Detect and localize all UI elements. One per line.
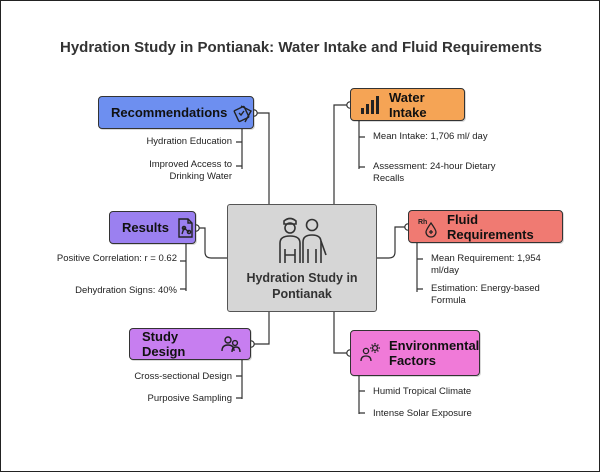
branch-environmental-factors: Environmental Factors [350, 330, 480, 376]
document-chart-icon [175, 217, 197, 239]
item-recommendations-2: Improved Access to Drinking Water [149, 159, 232, 182]
connector-water-intake [333, 104, 350, 204]
branch-label-results: Results [122, 220, 169, 235]
item-water-intake-2: Assessment: 24-hour Dietary Recalls [373, 161, 496, 184]
branch-label-study-design: Study Design [142, 329, 186, 359]
connector-fluid-requirements [377, 226, 408, 259]
connector-recommendations [254, 112, 270, 204]
svg-text:Rh: Rh [418, 219, 427, 226]
branch-results: Results [109, 211, 196, 244]
item-environmental-factors-2: Intense Solar Exposure [373, 408, 472, 419]
branch-fluid-requirements: Rh Fluid Requirements [408, 210, 563, 243]
item-results-2: Dehydration Signs: 40% [75, 285, 177, 296]
person-sun-icon [359, 342, 381, 364]
item-results-1: Positive Correlation: r = 0.62 [56, 253, 177, 264]
connector-study-design [251, 312, 270, 345]
item-water-intake-1: Mean Intake: 1,706 ml/ day [373, 131, 488, 142]
diagram-title: Hydration Study in Pontianak: Water Inta… [59, 39, 542, 56]
branch-label-recommendations: Recommendations [111, 105, 228, 120]
branch-label-fluid-requirements: Fluid Requirements [447, 211, 534, 242]
researchers-icon [279, 217, 327, 263]
item-recommendations-1: Hydration Education [146, 136, 232, 147]
rh-drop-icon: Rh [417, 216, 439, 238]
branch-label-water-intake: Water Intake [389, 89, 427, 120]
center-node: Hydration Study in Pontianak [227, 204, 377, 312]
branch-water-intake: Water Intake [350, 88, 465, 121]
item-study-design-1: Cross-sectional Design [134, 371, 232, 382]
branch-label-environmental-factors: Environmental Factors [389, 338, 480, 368]
connector-environmental-factors [333, 312, 350, 354]
item-environmental-factors-1: Humid Tropical Climate [373, 386, 472, 397]
item-fluid-requirements-2: Estimation: Energy-based Formula [431, 283, 540, 306]
branch-recommendations: Recommendations [98, 96, 254, 129]
checklist-icon [233, 102, 255, 124]
item-fluid-requirements-1: Mean Requirement: 1,954 ml/day [431, 253, 541, 276]
center-label: Hydration Study in Pontianak [246, 271, 358, 301]
branch-study-design: Study Design [129, 328, 251, 360]
people-group-icon [220, 333, 242, 355]
bar-chart-icon [359, 94, 381, 116]
item-study-design-2: Purposive Sampling [147, 393, 233, 404]
connector-results [196, 227, 227, 259]
